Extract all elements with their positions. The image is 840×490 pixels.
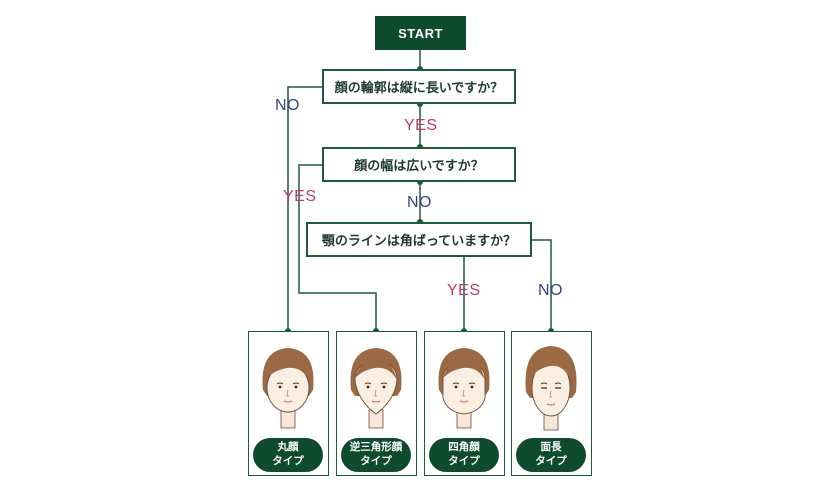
result-square-line1: 四角顔 [448,441,480,454]
long-face-illustration [525,346,577,431]
inverted-triangle-face-illustration [350,348,402,429]
edge-label-q2-yes: YES [283,188,317,205]
edge-label-q1-yes: YES [404,117,438,134]
question-vertical-length: 顔の輪郭は縦に長いですか？ [322,69,516,104]
question-jaw-angular: 顎のラインは角ばっていますか？ [306,222,532,257]
edge-label-q2-no: NO [407,194,432,211]
result-long-line1: 面長 [540,441,562,454]
square-face-illustration [438,348,490,429]
result-round-line2: タイプ [272,455,304,467]
edge-label-q3-no: NO [538,282,563,299]
start-node: START [375,16,466,50]
edge-label-q3-yes: YES [447,282,481,299]
result-inverted-triangle-line2: タイプ [360,455,392,467]
result-long-line2: タイプ [535,455,567,467]
result-square-line2: タイプ [448,455,480,467]
result-square-face-type: 四角顔 タイプ [429,438,499,472]
result-round-line1: 丸顔 [277,441,299,454]
result-inverted-triangle-line1: 逆三角形顔 [349,441,403,454]
result-round-face-type: 丸顔 タイプ [253,438,323,472]
result-long-face-type: 面長 タイプ [516,438,586,472]
edge-label-q1-no: NO [275,97,300,114]
result-inverted-triangle-face-type: 逆三角形顔 タイプ [341,438,411,472]
question-face-width: 顔の幅は広いですか？ [322,147,516,182]
round-face-illustration [262,348,314,429]
